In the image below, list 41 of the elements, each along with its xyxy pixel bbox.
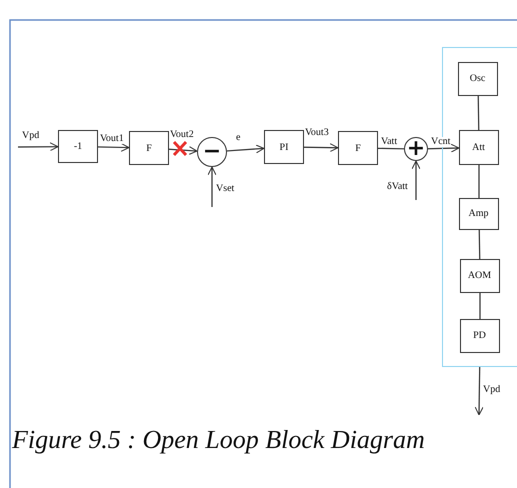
block-box bbox=[338, 131, 378, 165]
block-label: Osc bbox=[470, 73, 486, 84]
connector-arrow bbox=[412, 160, 420, 200]
edge-label: δVatt bbox=[387, 182, 408, 192]
operator-sign: + bbox=[406, 138, 426, 160]
edge-label: Vout2 bbox=[170, 130, 194, 140]
block-label: Amp bbox=[468, 208, 488, 219]
edge-label: Vpd bbox=[22, 131, 40, 141]
connector-arrow bbox=[304, 143, 338, 152]
block-label: Att bbox=[472, 142, 485, 152]
block-label: PI bbox=[280, 142, 288, 152]
block-label: F bbox=[146, 142, 152, 154]
block-label: F bbox=[355, 142, 361, 154]
block-box bbox=[458, 62, 498, 96]
connector-arrow bbox=[98, 142, 130, 152]
block-box bbox=[458, 198, 498, 230]
block-box bbox=[58, 130, 98, 163]
block-label: AOM bbox=[468, 270, 492, 281]
connector-arrow bbox=[226, 144, 264, 154]
connector-arrow bbox=[428, 144, 460, 153]
block-label: PD bbox=[473, 330, 486, 341]
block-label: -1 bbox=[74, 141, 82, 152]
connector-arrow bbox=[474, 367, 484, 416]
figure-caption: Figure 9.5 : Open Loop Block Diagram bbox=[12, 424, 426, 455]
summing-junction bbox=[197, 137, 227, 167]
edge-label: Vatt bbox=[381, 137, 398, 147]
block-box bbox=[458, 130, 498, 164]
edge-label: Vpd bbox=[483, 385, 500, 395]
edge-label: e bbox=[236, 133, 240, 143]
block-box bbox=[460, 318, 500, 352]
block-box bbox=[460, 258, 500, 292]
operator-sign: − bbox=[202, 141, 222, 163]
edge-label: Vset bbox=[216, 184, 234, 194]
connector-arrow bbox=[18, 142, 58, 152]
edge-label: Vcnt bbox=[431, 137, 450, 147]
block-box bbox=[264, 130, 304, 164]
block-box bbox=[129, 131, 169, 165]
edge-label: Vout1 bbox=[100, 134, 124, 144]
connector-arrow bbox=[208, 166, 216, 207]
connector-arrow bbox=[168, 146, 198, 156]
edge-label: Vout3 bbox=[305, 128, 329, 138]
